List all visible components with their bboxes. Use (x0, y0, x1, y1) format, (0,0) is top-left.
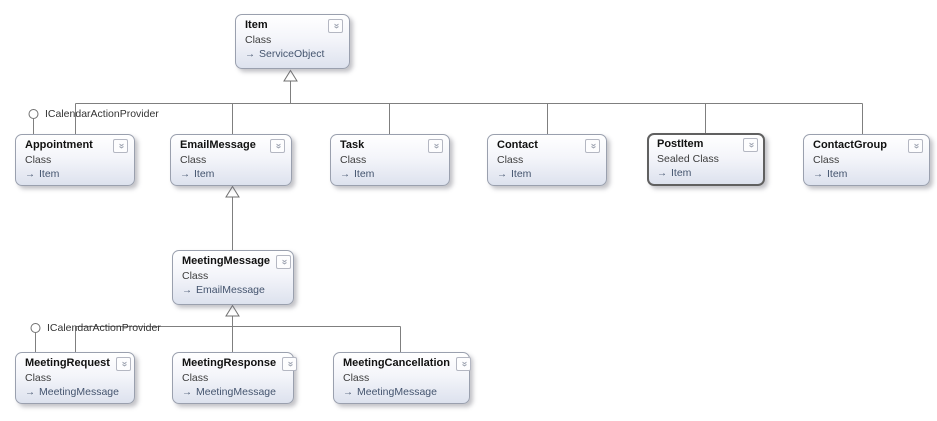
class-name: Task (340, 139, 365, 151)
interface-lollipop-icon (30, 323, 41, 333)
class-kind: Class (340, 154, 367, 166)
class-box-emailmessage[interactable]: EmailMessage » Class → Item (170, 134, 292, 186)
class-name: PostItem (657, 138, 704, 150)
class-box-item[interactable]: Item » Class → ServiceObject (235, 14, 350, 69)
class-box-contact[interactable]: Contact » Class → Item (487, 134, 607, 186)
inherits-arrow-icon: → (343, 387, 353, 398)
base-type-label: Item (194, 168, 215, 180)
interface-label-icalendaractionprovider: ICalendarActionProvider (47, 322, 161, 334)
collapse-chevron-icon[interactable]: » (282, 357, 298, 371)
class-box-header: Appointment » (25, 139, 128, 153)
inherits-arrow-icon: → (657, 168, 667, 179)
base-type-label: EmailMessage (196, 284, 265, 296)
class-box-meetingcancellation[interactable]: MeetingCancellation » Class → MeetingMes… (333, 352, 471, 404)
class-kind: Sealed Class (657, 153, 719, 165)
class-name: MeetingMessage (182, 255, 271, 267)
class-base-type: → Item (657, 167, 758, 180)
class-box-header: Task » (340, 139, 443, 153)
inherits-arrow-icon: → (25, 387, 35, 398)
inherits-arrow-icon: → (182, 285, 192, 296)
class-box-header: MeetingCancellation » (343, 357, 471, 371)
base-type-label: MeetingMessage (357, 386, 437, 398)
base-type-label: Item (671, 167, 692, 179)
class-box-header: ContactGroup » (813, 139, 923, 153)
collapse-chevron-icon[interactable]: » (113, 139, 128, 153)
inherits-arrow-icon: → (245, 49, 255, 60)
base-type-label: Item (354, 168, 375, 180)
inherits-arrow-icon: → (340, 169, 350, 180)
class-box-appointment[interactable]: Appointment » Class → Item (15, 134, 135, 186)
base-type-label: Item (511, 168, 532, 180)
class-base-type: → Item (813, 168, 923, 181)
class-kind: Class (180, 154, 207, 166)
base-type-label: ServiceObject (259, 48, 325, 60)
class-name: EmailMessage (180, 139, 256, 151)
base-type-label: MeetingMessage (196, 386, 276, 398)
collapse-chevron-icon[interactable]: » (270, 139, 285, 153)
class-base-type: → MeetingMessage (25, 386, 128, 399)
class-name: Appointment (25, 139, 93, 151)
inheritance-triangle-icon (225, 304, 240, 317)
class-kind: Class (245, 34, 272, 46)
class-name: MeetingRequest (25, 357, 110, 369)
class-kind: Class (497, 154, 524, 166)
class-kind: Class (182, 270, 209, 282)
class-base-type: → Item (340, 168, 443, 181)
class-name: Item (245, 19, 268, 31)
class-base-type: → Item (25, 168, 128, 181)
class-box-header: Contact » (497, 139, 600, 153)
class-base-type: → MeetingMessage (343, 386, 463, 399)
interface-label-icalendaractionprovider: ICalendarActionProvider (45, 108, 159, 120)
collapse-chevron-icon[interactable]: » (328, 19, 343, 33)
class-kind: Class (25, 154, 52, 166)
class-box-task[interactable]: Task » Class → Item (330, 134, 450, 186)
inheritance-triangle-icon (283, 69, 298, 82)
inheritance-triangle-icon (225, 185, 240, 198)
inherits-arrow-icon: → (813, 169, 823, 180)
base-type-label: MeetingMessage (39, 386, 119, 398)
class-box-header: EmailMessage » (180, 139, 285, 153)
class-box-header: MeetingRequest » (25, 357, 131, 371)
interface-lollipop-icon (28, 109, 39, 119)
class-base-type: → Item (180, 168, 285, 181)
collapse-chevron-icon[interactable]: » (428, 139, 443, 153)
class-kind: Class (25, 372, 52, 384)
class-name: Contact (497, 139, 538, 151)
inherits-arrow-icon: → (25, 169, 35, 180)
class-kind: Class (182, 372, 209, 384)
class-base-type: → MeetingMessage (182, 386, 287, 399)
class-name: ContactGroup (813, 139, 887, 151)
class-box-meetingrequest[interactable]: MeetingRequest » Class → MeetingMessage (15, 352, 135, 404)
collapse-chevron-icon[interactable]: » (585, 139, 600, 153)
class-box-meetingmessage[interactable]: MeetingMessage » Class → EmailMessage (172, 250, 294, 305)
class-box-contactgroup[interactable]: ContactGroup » Class → Item (803, 134, 930, 186)
class-base-type: → EmailMessage (182, 284, 287, 297)
inherits-arrow-icon: → (182, 387, 192, 398)
class-base-type: → ServiceObject (245, 48, 343, 61)
class-box-postitem[interactable]: PostItem » Sealed Class → Item (647, 133, 765, 186)
class-box-header: MeetingResponse » (182, 357, 298, 371)
class-base-type: → Item (497, 168, 600, 181)
inherits-arrow-icon: → (497, 169, 507, 180)
class-box-meetingresponse[interactable]: MeetingResponse » Class → MeetingMessage (172, 352, 298, 404)
class-kind: Class (813, 154, 840, 166)
collapse-chevron-icon[interactable]: » (276, 255, 292, 269)
collapse-chevron-icon[interactable]: » (455, 357, 471, 371)
inherits-arrow-icon: → (180, 169, 190, 180)
class-box-header: PostItem » (657, 138, 758, 152)
collapse-chevron-icon[interactable]: » (743, 138, 758, 152)
base-type-label: Item (827, 168, 848, 180)
collapse-chevron-icon[interactable]: » (908, 139, 923, 153)
base-type-label: Item (39, 168, 60, 180)
class-kind: Class (343, 372, 370, 384)
class-box-header: MeetingMessage » (182, 255, 292, 269)
collapse-chevron-icon[interactable]: » (115, 357, 131, 371)
class-box-header: Item » (245, 19, 343, 33)
class-name: MeetingCancellation (343, 357, 450, 369)
class-name: MeetingResponse (182, 357, 277, 369)
